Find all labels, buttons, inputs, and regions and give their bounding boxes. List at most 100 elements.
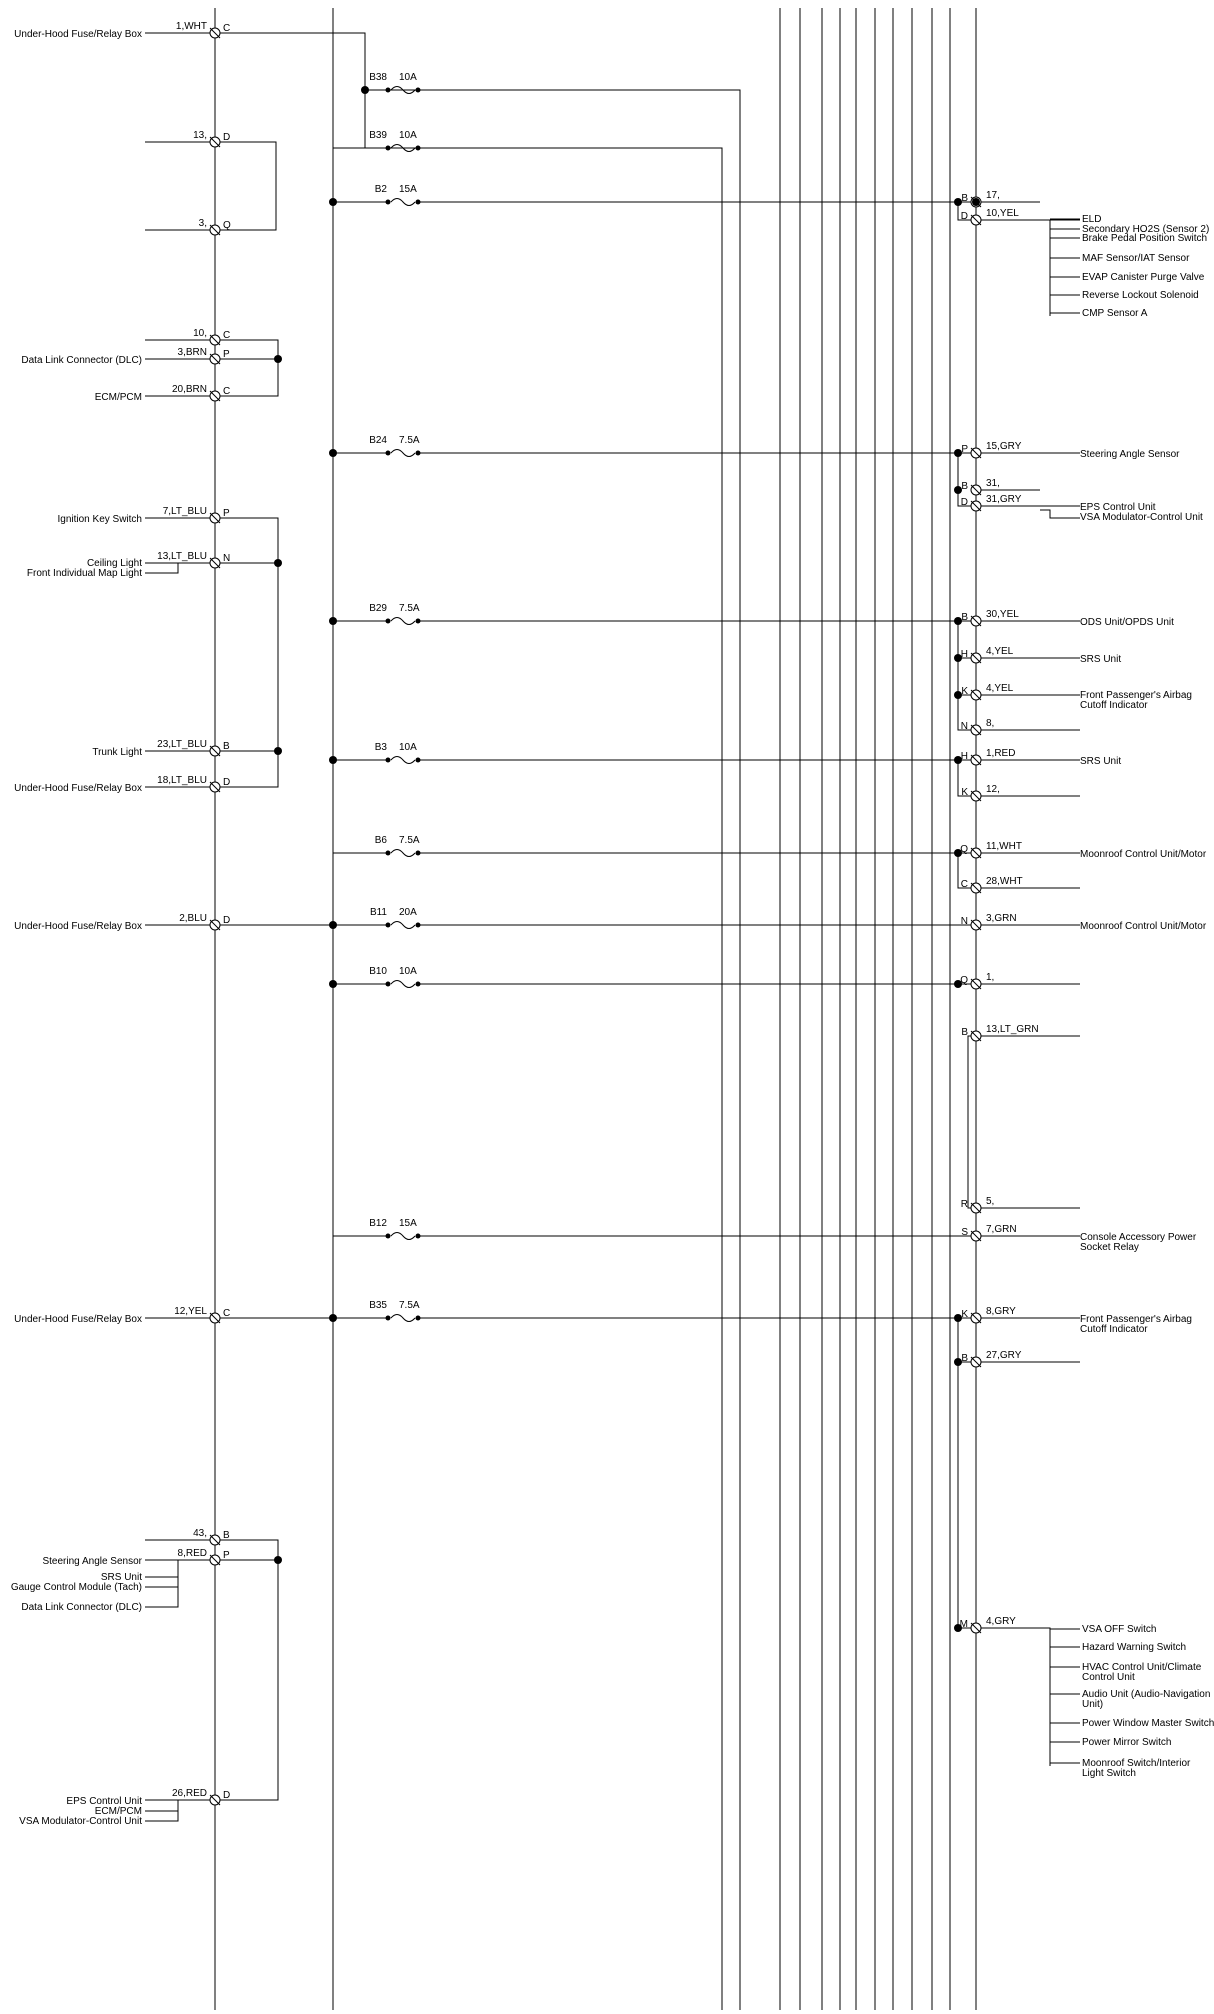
right-device-label: Front Passenger's Airbag — [1080, 690, 1192, 701]
right-device-label: Moonroof Control Unit/Motor — [1080, 921, 1207, 932]
wire-line — [970, 689, 982, 701]
right-wire-code: 12, — [986, 784, 1000, 795]
right-pin-id: M — [960, 1619, 968, 1630]
right-wire-code: 4,YEL — [986, 683, 1014, 694]
fuse-icon — [390, 198, 416, 206]
right-pin-id: D — [961, 211, 968, 222]
junction-dot — [329, 449, 337, 457]
junction-dot — [329, 756, 337, 764]
right-pin-id: B — [961, 481, 968, 492]
wire-line — [220, 141, 277, 231]
wire-line — [970, 447, 982, 459]
left-device-label: SRS Unit — [101, 1572, 142, 1583]
right-device-label: Front Passenger's Airbag — [1080, 1314, 1192, 1325]
branch-device-label: Brake Pedal Position Switch — [1082, 233, 1207, 244]
branch-device-label: Audio Unit (Audio-Navigation — [1082, 1689, 1210, 1700]
wire-line — [209, 224, 221, 236]
right-pin-id: H — [961, 751, 968, 762]
left-device-label: VSA Modulator-Control Unit — [19, 1816, 142, 1827]
branch-device-label: MAF Sensor/IAT Sensor — [1082, 253, 1190, 264]
right-pin-id: K — [961, 1309, 968, 1320]
fuse-icon — [390, 756, 416, 764]
wire-line — [1040, 219, 1051, 316]
right-pin-id: B — [961, 193, 968, 204]
right-pin-id: P — [961, 444, 968, 455]
wire-line — [970, 214, 982, 226]
left-device-label: Under-Hood Fuse/Relay Box — [14, 783, 142, 794]
left-device-label: Data Link Connector (DLC) — [21, 355, 142, 366]
wire-line — [220, 32, 366, 149]
wire-line — [970, 1030, 982, 1042]
left-wire-code: 7,LT_BLU — [163, 506, 207, 517]
left-pin-id: C — [223, 1308, 230, 1319]
fuse-id: B29 — [369, 603, 387, 614]
right-wire-code: 1,RED — [986, 748, 1015, 759]
left-wire-code: 20,BRN — [172, 384, 207, 395]
left-pin-id: B — [223, 741, 230, 752]
left-device-label: Ceiling Light — [87, 558, 142, 569]
wire-line — [970, 1356, 982, 1368]
wire-line — [365, 89, 741, 2010]
junction-dot — [972, 198, 980, 206]
wire-line — [970, 790, 982, 802]
left-device-label: Data Link Connector (DLC) — [21, 1602, 142, 1613]
wire-line — [970, 847, 982, 859]
right-device-label: Socket Relay — [1080, 1242, 1139, 1253]
wire-line — [970, 724, 982, 736]
fuse-icon — [390, 144, 416, 152]
wire-line — [970, 615, 982, 627]
wire-line — [209, 781, 221, 793]
left-wire-code: 10, — [193, 328, 207, 339]
fuse-id: B35 — [369, 1300, 387, 1311]
wire-line — [209, 1534, 221, 1546]
left-wire-code: 3, — [199, 218, 207, 229]
fuse-icon — [390, 617, 416, 625]
right-pin-id: K — [961, 787, 968, 798]
branch-device-label: ELD — [1082, 214, 1101, 225]
left-pin-id: N — [223, 553, 230, 564]
junction-dot — [274, 747, 282, 755]
right-wire-code: 27,GRY — [986, 1350, 1022, 1361]
wire-line — [145, 563, 179, 574]
fuse-id: B6 — [375, 835, 388, 846]
fuse-id: B39 — [369, 130, 387, 141]
left-wire-code: 26,RED — [172, 1788, 207, 1799]
fuse-icon — [390, 1232, 416, 1240]
wire-line — [957, 490, 971, 507]
left-pin-id: D — [223, 915, 230, 926]
wire-line — [209, 1312, 221, 1324]
left-device-label: Front Individual Map Light — [27, 568, 142, 579]
fuse-rating: 20A — [399, 907, 417, 918]
right-pin-id: N — [961, 721, 968, 732]
branch-device-label: Control Unit — [1082, 1672, 1135, 1683]
wire-line — [957, 202, 971, 221]
left-pin-id: D — [223, 1790, 230, 1801]
fuse-rating: 15A — [399, 1218, 417, 1229]
wire-line — [209, 919, 221, 931]
right-wire-code: 17, — [986, 190, 1000, 201]
right-pin-id: K — [961, 686, 968, 697]
right-pin-id: B — [961, 1027, 968, 1038]
right-wire-code: 4,GRY — [986, 1616, 1016, 1627]
left-device-label: Trunk Light — [92, 747, 142, 758]
fuse-icon — [390, 849, 416, 857]
wire-line — [220, 517, 279, 788]
left-device-label: ECM/PCM — [95, 1806, 142, 1817]
junction-dot — [329, 980, 337, 988]
wire-line — [970, 882, 982, 894]
wire-line — [970, 1202, 982, 1214]
junction-dot — [329, 198, 337, 206]
junction-dot — [274, 559, 282, 567]
right-wire-code: 30,YEL — [986, 609, 1019, 620]
left-pin-id: D — [223, 777, 230, 788]
fuse-rating: 10A — [399, 72, 417, 83]
left-wire-code: 23,LT_BLU — [157, 739, 207, 750]
wire-line — [220, 1539, 279, 1801]
left-device-label: ECM/PCM — [95, 392, 142, 403]
fuse-rating: 7.5A — [399, 835, 420, 846]
wire-line — [1040, 509, 1080, 519]
wire-line — [957, 853, 971, 889]
branch-device-label: Reverse Lockout Solenoid — [1082, 290, 1199, 301]
right-device-label: VSA Modulator-Control Unit — [1080, 512, 1203, 523]
left-device-label: Under-Hood Fuse/Relay Box — [14, 921, 142, 932]
